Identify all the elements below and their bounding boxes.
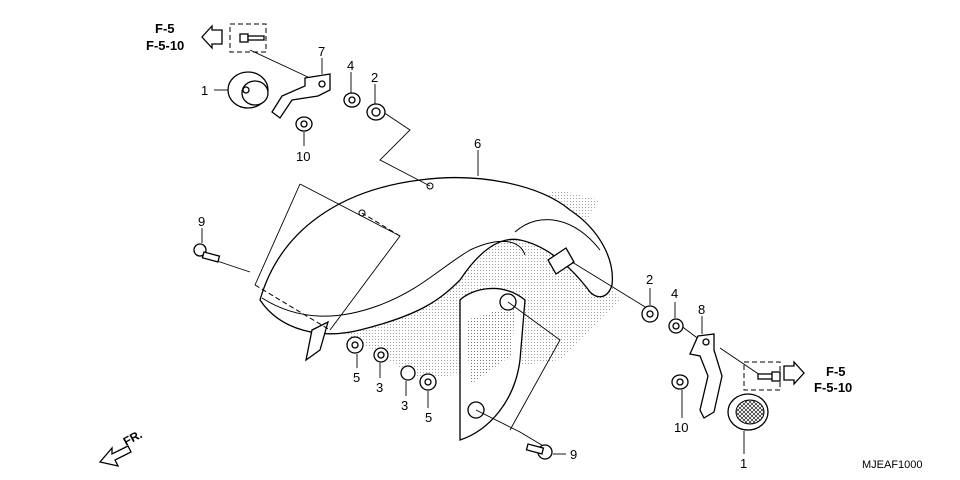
reflector-stay-bottom (689, 333, 723, 419)
rubber-left (346, 336, 364, 354)
callout-5-mid: 5 (425, 410, 432, 425)
collar-left (373, 347, 389, 363)
nut-bottom (671, 374, 689, 390)
callout-6: 6 (474, 136, 481, 151)
callout-8: 8 (698, 302, 705, 317)
ref-arrow-top-left (201, 24, 223, 50)
rubber-right (641, 305, 659, 323)
collar-right (668, 318, 684, 334)
callout-9-bottom: 9 (570, 447, 577, 462)
callout-4-right: 4 (671, 286, 678, 301)
front-label: FR. (121, 427, 145, 448)
ref-arrow-bottom-right (783, 360, 805, 386)
callout-10-top: 10 (296, 149, 310, 164)
reflector-top (227, 71, 269, 109)
callout-2-top: 2 (371, 70, 378, 85)
callout-leaders (201, 58, 745, 455)
reflector-stay-top (271, 73, 331, 119)
callout-7: 7 (318, 44, 325, 59)
bolt-right (743, 361, 781, 391)
reflector-bottom (727, 393, 769, 431)
collar-top (343, 92, 361, 108)
callout-9-left: 9 (198, 214, 205, 229)
rubber-top (366, 103, 386, 121)
front-direction-arrow-icon (98, 445, 132, 467)
ref-label-bottom-right-1: F-5 (826, 364, 846, 379)
callout-3-left: 3 (376, 380, 383, 395)
collar-mid (400, 365, 416, 381)
callout-5-left: 5 (353, 370, 360, 385)
callout-4-top: 4 (347, 58, 354, 73)
ref-label-top-left-1: F-5 (155, 21, 175, 36)
callout-10-bottom: 10 (674, 420, 688, 435)
diagram-code: MJEAF1000 (862, 459, 923, 471)
ref-label-top-left-2: F-5-10 (146, 38, 184, 53)
bolt-left (193, 243, 221, 263)
callout-1-top: 1 (201, 83, 208, 98)
callout-1-bottom: 1 (740, 456, 747, 471)
front-fender (259, 177, 614, 441)
nut-top (295, 116, 313, 132)
callout-3-mid: 3 (401, 398, 408, 413)
rubber-mid (419, 373, 437, 391)
ref-label-bottom-right-2: F-5-10 (814, 380, 852, 395)
callout-2-right: 2 (646, 272, 653, 287)
bolt-bottom (525, 443, 553, 460)
bolt-top (229, 23, 267, 53)
